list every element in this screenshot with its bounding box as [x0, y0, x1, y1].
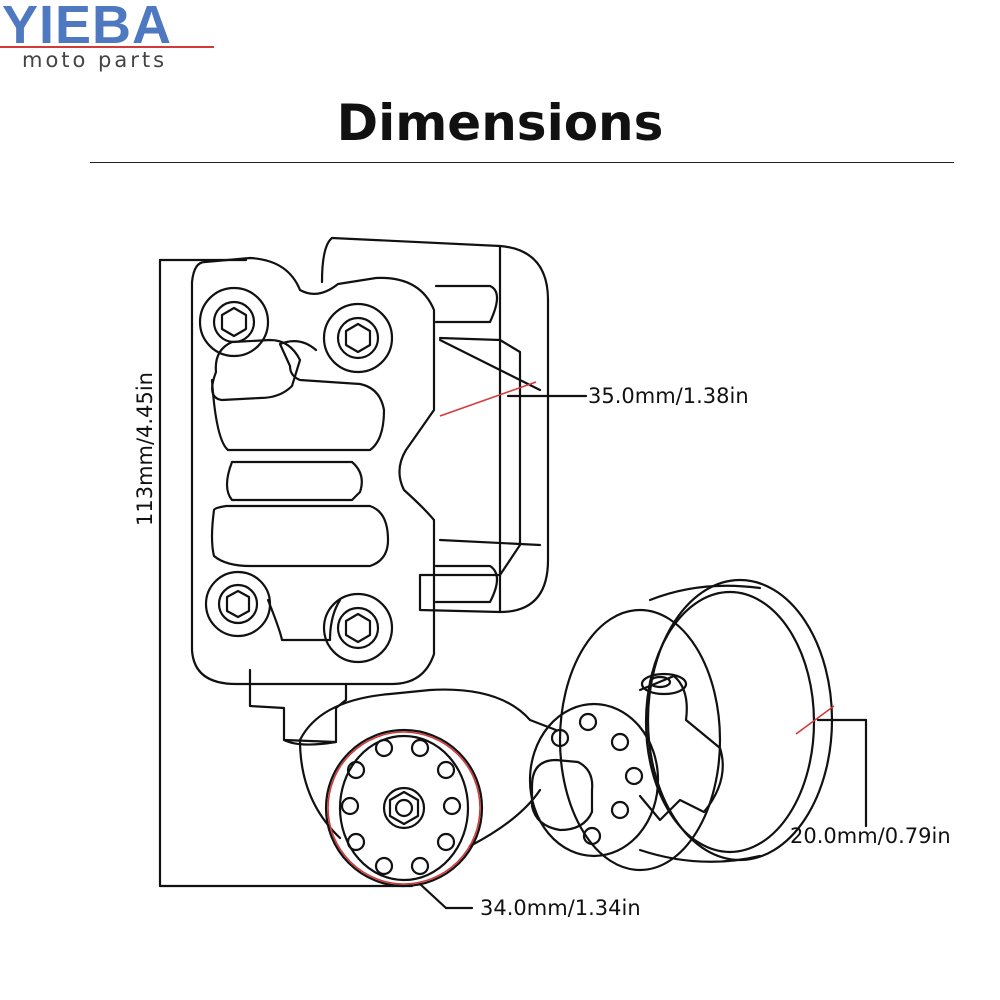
wheel-width-marker — [795, 705, 835, 735]
page-title: Dimensions — [336, 94, 664, 152]
height-dimension-label: 113mm/4.45in — [133, 372, 157, 526]
front-hub — [324, 728, 484, 888]
rear-hub — [528, 672, 724, 858]
tensioner-arm — [298, 688, 558, 848]
brand-tagline: moto parts — [22, 48, 168, 72]
hub-diameter-label: 34.0mm/1.34in — [480, 896, 641, 920]
height-dimension-line — [158, 258, 414, 888]
wheel-width-label: 20.0mm/0.79in — [790, 824, 951, 848]
rear-bracket-plate — [320, 236, 550, 614]
hub-diameter-leader — [418, 882, 474, 910]
clamp-rods — [434, 284, 499, 604]
lower-mount-block — [248, 668, 348, 746]
brand-logo: YIEBA moto parts — [0, 0, 220, 78]
bracket-width-label: 35.0mm/1.38in — [588, 384, 749, 408]
hub-diameter-marker — [327, 731, 481, 885]
title-divider — [90, 162, 954, 163]
wheel-width-leader — [816, 718, 868, 828]
brand-name: YIEBA — [2, 0, 173, 55]
logo-underline — [0, 46, 214, 48]
bracket-width-marker — [439, 381, 537, 417]
hex-bolts — [198, 286, 394, 664]
front-clamp-body — [190, 256, 436, 686]
